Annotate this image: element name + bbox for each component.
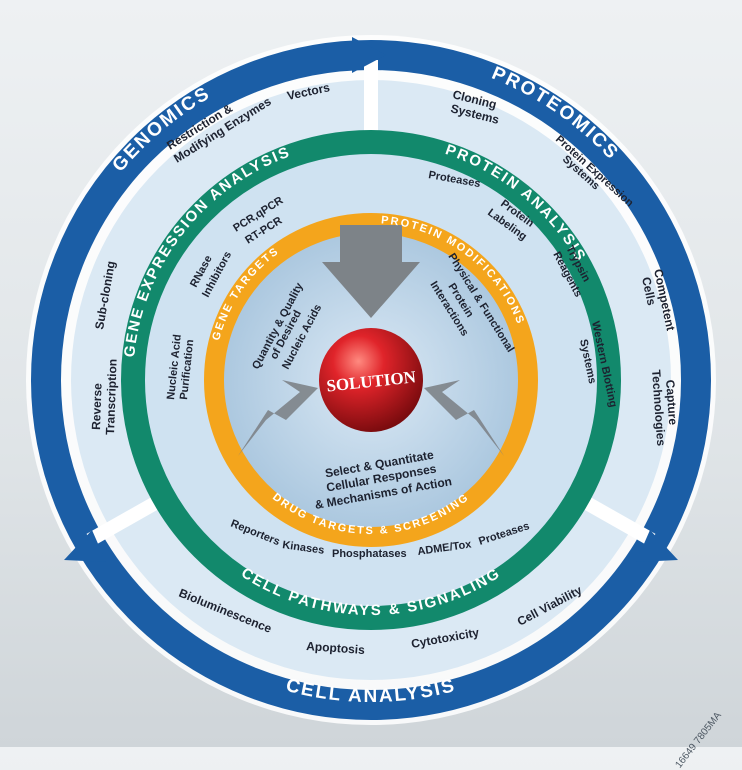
item-phosphatases: Phosphatases bbox=[332, 548, 407, 560]
item-capture: Capture bbox=[663, 379, 680, 426]
item-cells: Cells bbox=[639, 276, 659, 307]
item-transcription: Transcription bbox=[103, 359, 120, 435]
arrow-left bbox=[238, 380, 318, 456]
item-reverse: Reverse bbox=[89, 383, 105, 430]
item-apoptosis: Apoptosis bbox=[306, 639, 366, 657]
arrow-right bbox=[424, 380, 504, 456]
solution-sphere bbox=[319, 328, 423, 432]
arrow-top bbox=[322, 225, 420, 318]
solution-wheel-diagram: SOLUTION GENOMICS PROTEOMICS CELL ANALYS… bbox=[31, 37, 711, 720]
outer-arrowhead-right bbox=[636, 530, 678, 562]
item-technologies: Technologies bbox=[649, 369, 668, 447]
outer-arrowhead-left bbox=[64, 530, 106, 562]
item-kinases: Kinases bbox=[282, 539, 325, 557]
outer-arrowhead-top bbox=[352, 37, 386, 73]
